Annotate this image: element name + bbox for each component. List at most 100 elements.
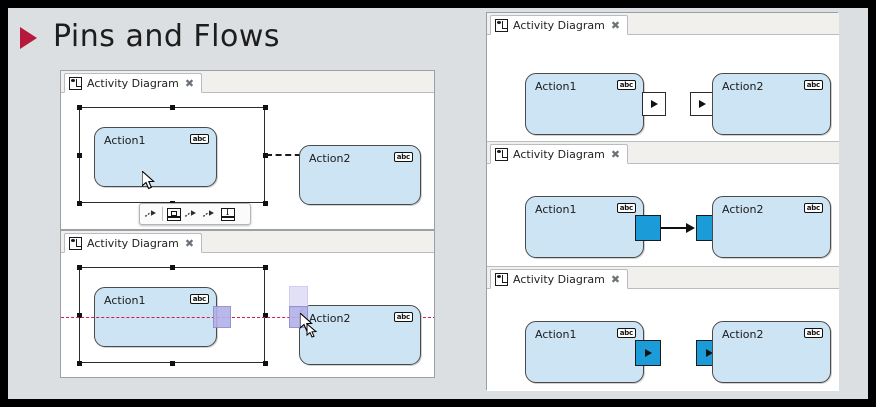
resize-handle-w[interactable] <box>76 152 82 158</box>
abc-badge-icon: abc <box>189 134 209 144</box>
node-action1[interactable]: Action1 abc <box>525 321 644 383</box>
slide-heading: Pins and Flows <box>20 22 280 52</box>
tab-label: Activity Diagram <box>513 147 605 161</box>
control-flow-edge[interactable] <box>266 154 320 156</box>
pin-drop-preview <box>289 286 308 308</box>
control-flow-icon[interactable] <box>144 207 159 222</box>
panel-right-3[interactable]: Activity Diagram ✖ Action1 abc Action2 a… <box>487 266 839 391</box>
close-icon[interactable]: ✖ <box>610 272 621 286</box>
page-title: Pins and Flows <box>53 19 281 54</box>
resize-handle-s[interactable] <box>169 360 175 366</box>
alignment-guide <box>61 317 434 318</box>
toolbar-separator <box>162 207 163 221</box>
abc-badge-icon: abc <box>803 328 823 338</box>
tabstrip: Activity Diagram ✖ <box>61 71 434 93</box>
arrow-right-icon <box>645 349 652 357</box>
pointer-cursor <box>142 171 156 191</box>
resize-handle-w[interactable] <box>76 312 82 318</box>
node-action2[interactable]: Action2 abc <box>712 196 831 258</box>
pin-output[interactable] <box>635 340 661 366</box>
node-label: Action1 <box>535 80 577 93</box>
resize-handle-sw[interactable] <box>76 200 82 206</box>
node-action1[interactable]: Action1 abc <box>525 73 644 135</box>
activity-diagram-icon <box>495 147 508 161</box>
tab-activity-diagram[interactable]: Activity Diagram ✖ <box>490 269 629 289</box>
activity-diagram-icon <box>495 18 508 32</box>
tabstrip: Activity Diagram ✖ <box>487 267 839 289</box>
node-label: Action1 <box>535 328 577 341</box>
panel-left-bottom[interactable]: Activity Diagram ✖ Action1 abc <box>60 230 435 378</box>
node-label: Action2 <box>309 312 351 325</box>
object-flow-icon[interactable] <box>184 207 199 222</box>
close-icon[interactable]: ✖ <box>184 236 195 250</box>
resize-handle-se[interactable] <box>262 360 268 366</box>
slide-frame: Pins and Flows Activity Diagram ✖ Action… <box>8 8 868 399</box>
diagram-canvas[interactable]: Action1 abc Action2 abc <box>61 253 434 377</box>
node-label: Action1 <box>104 294 146 307</box>
tab-activity-diagram[interactable]: Activity Diagram ✖ <box>490 15 629 35</box>
tab-label: Activity Diagram <box>87 236 179 250</box>
tab-label: Activity Diagram <box>513 18 605 32</box>
tabstrip: Activity Diagram ✖ <box>487 13 839 35</box>
diagram-canvas[interactable]: Action1 abc Action2 abc <box>487 164 839 266</box>
arrow-right-icon <box>706 349 713 357</box>
node-action1[interactable]: Action1 abc <box>525 196 644 258</box>
drag-cursor <box>300 313 320 339</box>
tab-activity-diagram[interactable]: Activity Diagram ✖ <box>64 73 203 93</box>
arrowhead-icon <box>686 223 695 233</box>
node-action2[interactable]: Action2 abc <box>712 73 831 135</box>
resize-handle-n[interactable] <box>169 264 175 270</box>
diagram-canvas[interactable]: Action1 abc Action2 abc <box>487 35 839 141</box>
resize-handle-e[interactable] <box>262 152 268 158</box>
activity-diagram-icon <box>69 76 82 90</box>
tab-activity-diagram[interactable]: Activity Diagram ✖ <box>490 144 629 164</box>
resize-handle-se[interactable] <box>262 200 268 206</box>
resize-handle-n[interactable] <box>169 104 175 110</box>
arrow-right-icon <box>651 100 658 108</box>
abc-badge-icon: abc <box>803 80 823 90</box>
activity-diagram-icon <box>69 236 82 250</box>
abc-badge-icon: abc <box>393 152 413 162</box>
pin-output[interactable] <box>642 92 666 116</box>
node-label: Action2 <box>722 203 764 216</box>
abc-badge-icon: abc <box>393 312 413 322</box>
object-flow-edge[interactable] <box>661 227 693 229</box>
resize-handle-nw[interactable] <box>76 264 82 270</box>
floating-action-toolbar[interactable] <box>139 203 251 225</box>
node-label: Action1 <box>104 134 146 147</box>
text-note-icon[interactable] <box>220 207 235 222</box>
close-icon[interactable]: ✖ <box>610 147 621 161</box>
pin-source[interactable] <box>213 306 231 328</box>
resize-handle-ne[interactable] <box>262 264 268 270</box>
node-label: Action2 <box>722 328 764 341</box>
resize-handle-nw[interactable] <box>76 104 82 110</box>
abc-badge-icon: abc <box>616 80 636 90</box>
resize-handle-ne[interactable] <box>262 104 268 110</box>
diagram-canvas[interactable]: Action1 abc Action2 abc <box>61 93 434 229</box>
close-icon[interactable]: ✖ <box>610 18 621 32</box>
tabstrip: Activity Diagram ✖ <box>487 142 839 164</box>
resize-handle-e[interactable] <box>262 312 268 318</box>
node-action1[interactable]: Action1 abc <box>94 127 217 187</box>
panel-left-top[interactable]: Activity Diagram ✖ Action1 abc <box>60 70 435 230</box>
node-label: Action2 <box>309 152 351 165</box>
panel-right-2[interactable]: Activity Diagram ✖ Action1 abc Action2 a… <box>487 141 839 266</box>
resize-handle-sw[interactable] <box>76 360 82 366</box>
node-action2[interactable]: Action2 abc <box>299 305 421 365</box>
arrow-right-icon <box>699 100 706 108</box>
tab-activity-diagram[interactable]: Activity Diagram ✖ <box>64 233 203 253</box>
node-action2[interactable]: Action2 abc <box>712 321 831 383</box>
tab-label: Activity Diagram <box>87 76 179 90</box>
panel-right-1[interactable]: Activity Diagram ✖ Action1 abc Action2 a… <box>487 13 839 141</box>
abc-badge-icon: abc <box>616 203 636 213</box>
activity-diagram-icon <box>495 272 508 286</box>
right-panel-group: Activity Diagram ✖ Action1 abc Action2 a… <box>486 12 839 391</box>
close-icon[interactable]: ✖ <box>184 76 195 90</box>
pin-output[interactable] <box>635 215 661 241</box>
object-node-icon[interactable] <box>166 207 181 222</box>
pin-input[interactable] <box>690 92 714 116</box>
abc-badge-icon: abc <box>189 294 209 304</box>
diagram-canvas[interactable]: Action1 abc Action2 abc <box>487 289 839 391</box>
control-flow-2-icon[interactable] <box>202 207 217 222</box>
node-action2[interactable]: Action2 abc <box>299 145 421 205</box>
